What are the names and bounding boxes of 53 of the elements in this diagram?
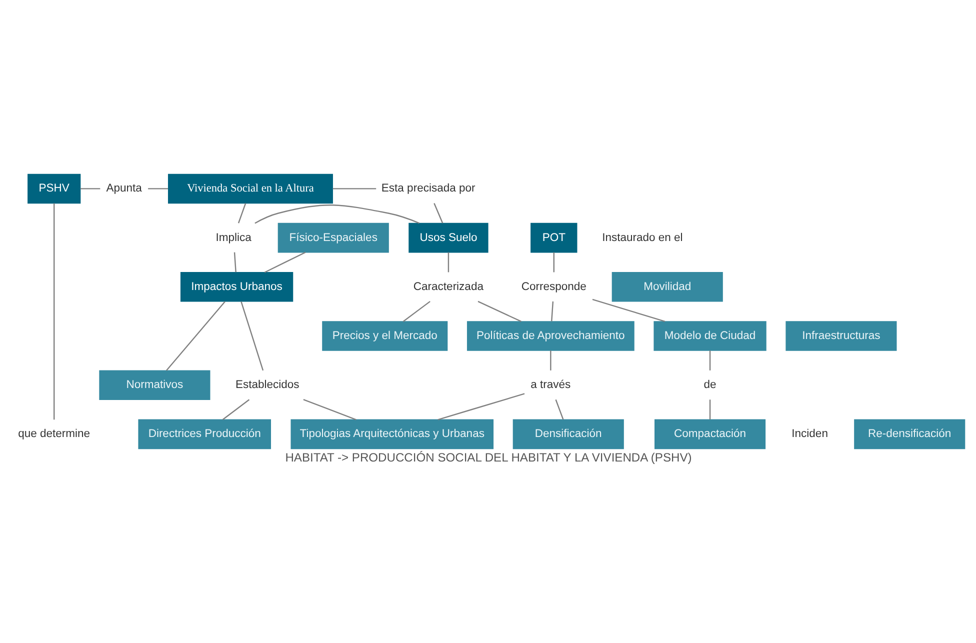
node-box: Compactación — [654, 419, 766, 450]
node-box: Vivienda Social en la Altura — [167, 174, 332, 204]
connector — [592, 298, 665, 322]
node-box: Directrices Producción — [138, 419, 270, 450]
node-text: Instaurado en el — [602, 232, 682, 244]
connector — [237, 203, 246, 224]
node-box: Infraestructuras — [785, 321, 896, 351]
node-box: Precios y el Mercado — [322, 321, 448, 351]
node-box: Movilidad — [611, 272, 722, 302]
node-text: a través — [530, 379, 570, 392]
node-box: Políticas de Aprovechamiento — [466, 321, 634, 351]
connector — [433, 203, 443, 224]
connector — [264, 252, 306, 273]
node-text: Implica — [215, 232, 251, 244]
node-box: Tipologias Arquitectónicas y Urbanas — [290, 419, 494, 450]
node-box: Impactos Urbanos — [180, 272, 293, 302]
connector — [148, 188, 168, 190]
node-box: Normativos — [98, 370, 210, 400]
node-text: Establecidos — [234, 379, 299, 392]
caption: HABITAT -> PRODUCCIÓN SOCIAL DEL HABITAT Y LA VIVIENDA (PSHV) — [284, 450, 692, 465]
node-text: Corresponde — [520, 280, 586, 293]
node-text: Inciden — [791, 428, 828, 440]
node-box: Densificación — [512, 419, 624, 450]
node-text: Esta precisada por — [380, 182, 475, 195]
node-text: Caracterizada — [412, 280, 483, 293]
node-box: Modelo de Ciudad — [653, 321, 766, 351]
node-box: PSHV — [27, 174, 80, 204]
connector — [80, 188, 100, 190]
node-box: Re-densificación — [854, 419, 965, 450]
connector — [552, 252, 554, 272]
node-text: de — [703, 379, 716, 392]
connector — [332, 188, 376, 190]
connector — [53, 203, 54, 420]
connector — [477, 300, 521, 322]
connector — [165, 301, 225, 371]
connector — [240, 301, 264, 371]
connector — [402, 300, 430, 322]
node-box: Usos Suelo — [408, 222, 488, 253]
node-box: Físico-Espaciales — [277, 222, 388, 253]
node-box: POT — [530, 222, 577, 253]
connector — [233, 252, 236, 272]
connector — [437, 393, 524, 420]
connector — [554, 399, 564, 420]
connector — [708, 350, 710, 370]
connector — [302, 399, 356, 420]
node-text: que determine — [18, 428, 90, 440]
connector — [254, 204, 420, 224]
connector — [550, 350, 551, 370]
connector — [447, 252, 449, 272]
node-text: Apunta — [106, 182, 142, 195]
connector — [708, 400, 710, 420]
connector — [222, 399, 250, 420]
connector — [550, 301, 554, 322]
